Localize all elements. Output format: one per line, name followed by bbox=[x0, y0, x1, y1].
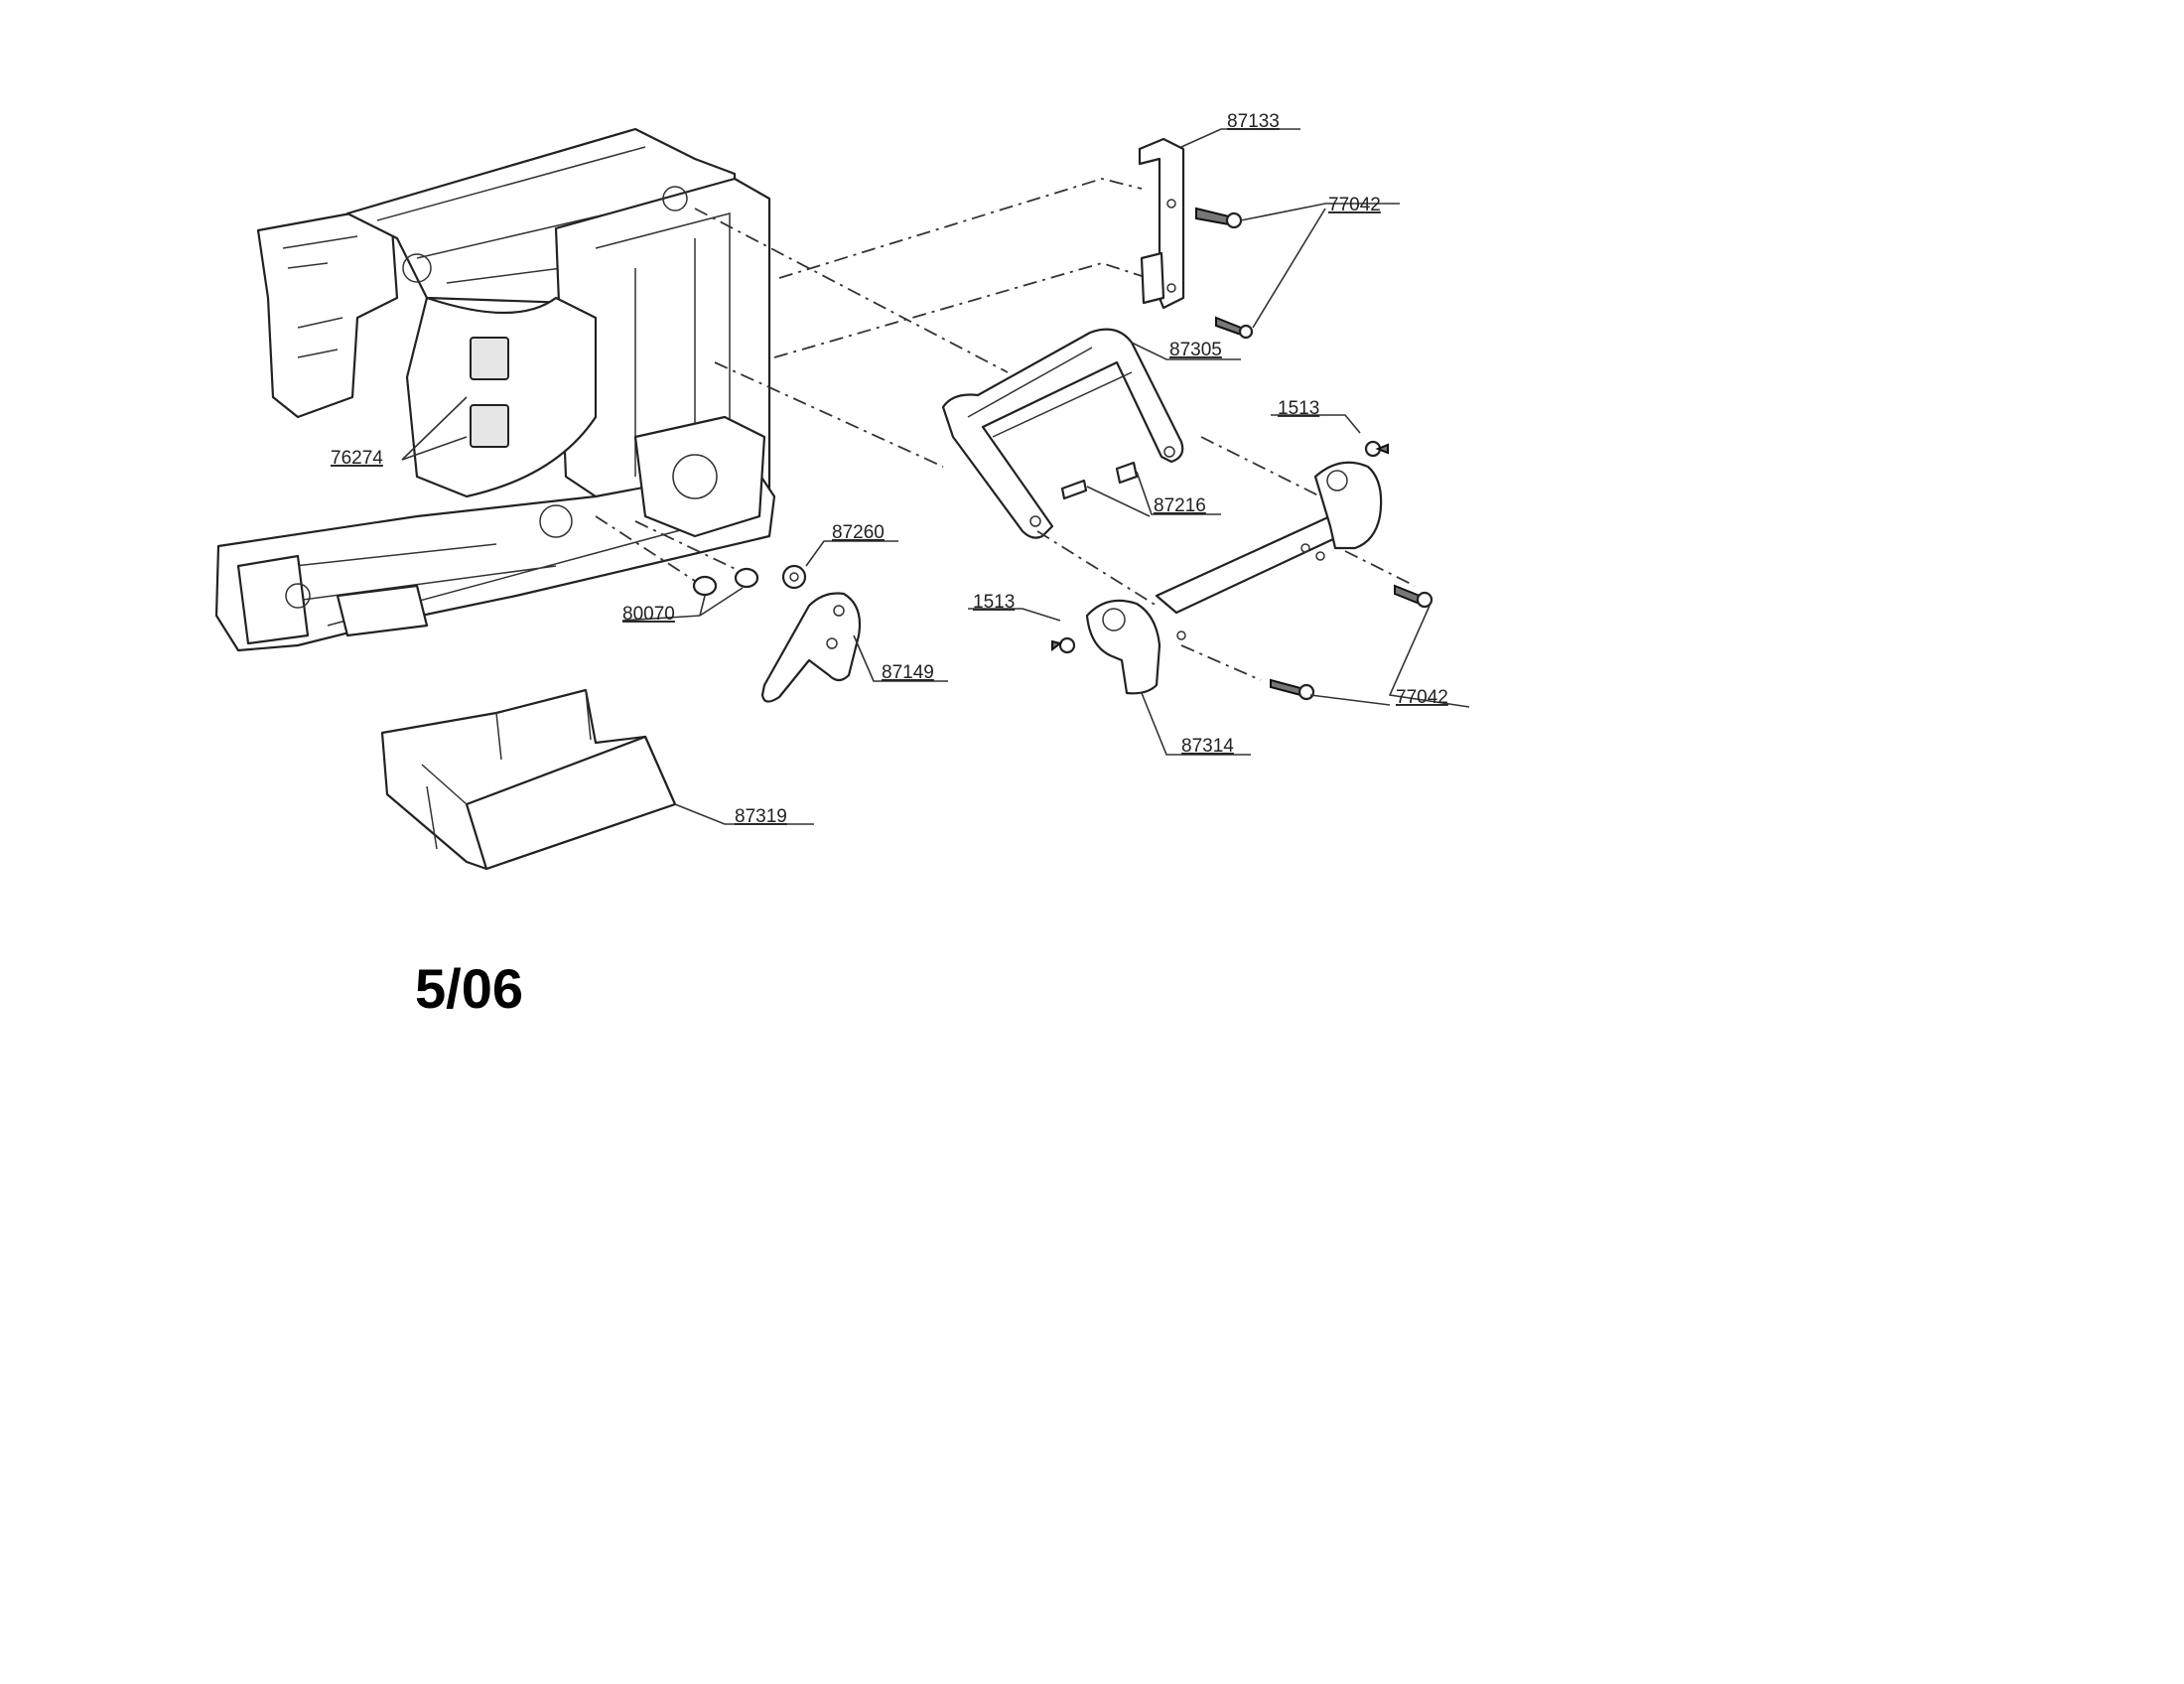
handle-frame-87305 bbox=[941, 328, 1184, 539]
callout-77042-bottom: 77042 bbox=[1396, 687, 1448, 708]
nut-1513-left bbox=[1051, 636, 1076, 654]
lever-87149 bbox=[760, 592, 862, 703]
pin-87216-right bbox=[1115, 461, 1139, 485]
screw-77042-top bbox=[1195, 207, 1243, 229]
screw-77042-bottom-lower bbox=[1270, 678, 1315, 701]
pin-80070-b bbox=[734, 567, 759, 589]
nut-1513-right bbox=[1364, 440, 1389, 458]
callout-77042-top: 77042 bbox=[1328, 195, 1381, 215]
callout-87319: 87319 bbox=[735, 806, 787, 827]
callout-87133: 87133 bbox=[1227, 111, 1280, 132]
washer-87260 bbox=[781, 564, 807, 590]
callout-80070: 80070 bbox=[622, 604, 675, 625]
pad-upper bbox=[470, 337, 509, 380]
callout-1513-left: 1513 bbox=[973, 592, 1015, 613]
callout-87305: 87305 bbox=[1169, 340, 1222, 360]
pin-80070-a bbox=[692, 575, 718, 597]
bracket-87133 bbox=[1138, 137, 1185, 310]
assembly-lines bbox=[595, 178, 1416, 681]
callout-87260: 87260 bbox=[832, 522, 885, 543]
date-code: 5/06 bbox=[415, 957, 523, 1020]
callout-labels: 87133 77042 87305 1513 76274 87216 87260… bbox=[331, 111, 1448, 827]
pin-87216-left bbox=[1060, 479, 1088, 500]
screw-77042-bottom-upper bbox=[1394, 584, 1433, 609]
callout-1513-right: 1513 bbox=[1278, 398, 1319, 419]
foam-block-87319 bbox=[380, 688, 677, 871]
leader-lines bbox=[401, 128, 1470, 825]
callout-76274: 76274 bbox=[331, 448, 383, 469]
bar-87314 bbox=[1085, 461, 1383, 695]
callout-87216: 87216 bbox=[1154, 495, 1206, 516]
callout-87149: 87149 bbox=[882, 662, 934, 683]
main-frame-assembly bbox=[214, 127, 776, 652]
callout-87314: 87314 bbox=[1181, 736, 1234, 757]
pad-lower bbox=[470, 404, 509, 448]
screw-77042-middle bbox=[1215, 316, 1254, 340]
